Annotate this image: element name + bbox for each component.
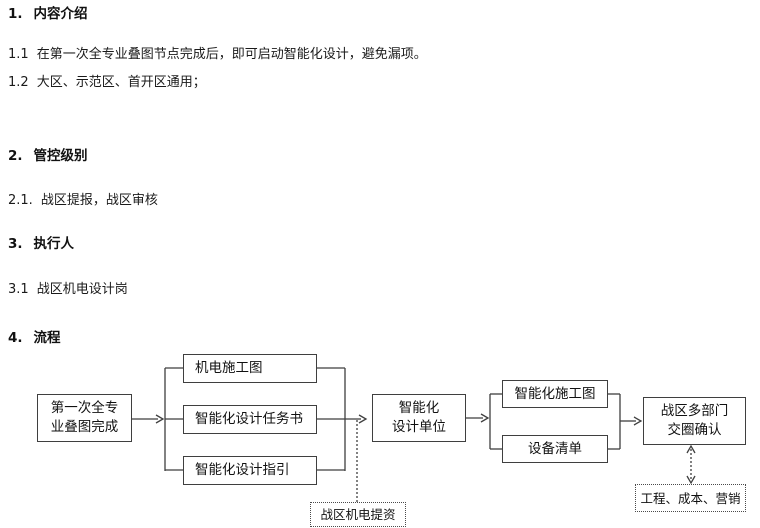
section-3-number: 3.: [8, 236, 23, 252]
section-1-title: 内容介绍: [33, 6, 88, 22]
node-start-line2: 业叠图完成: [50, 419, 119, 435]
arrowhead-right-icon: [358, 414, 368, 424]
node-label: 机电施工图: [195, 360, 263, 376]
section-4-title: 流程: [33, 330, 61, 346]
node-label: 设备清单: [528, 440, 582, 457]
item-number: 2.1.: [8, 193, 33, 208]
node-task-book: 智能化设计任务书: [183, 405, 317, 434]
node-start: 第一次全专 业叠图完成: [37, 394, 132, 442]
item-text: 在第一次全专业叠图节点完成后，即可启动智能化设计，避免漏项。: [36, 47, 427, 62]
node-mech-drawing: 机电施工图: [183, 354, 317, 383]
node-label: 智能化设计指引: [195, 462, 290, 478]
node-note-depts: 工程、成本、营销: [635, 484, 746, 512]
section-1-item-1: 1.1 在第一次全专业叠图节点完成后，即可启动智能化设计，避免漏项。: [8, 46, 427, 63]
section-1-item-2: 1.2 大区、示范区、首开区通用；: [8, 74, 206, 91]
node-confirm-line1: 战区多部门: [660, 403, 729, 419]
node-confirm-line2: 交圈确认: [667, 422, 722, 438]
section-3-heading: 3. 执行人: [8, 236, 74, 253]
arrowhead-right-icon: [480, 413, 490, 423]
arrowhead-up-icon: [686, 444, 696, 454]
section-3-item-1: 3.1 战区机电设计岗: [8, 281, 128, 298]
section-4-heading: 4. 流程: [8, 330, 61, 347]
node-smart-drawing: 智能化施工图: [502, 380, 608, 408]
arrowhead-down-icon: [686, 475, 696, 485]
node-start-line1: 第一次全专: [50, 400, 119, 416]
node-confirm: 战区多部门 交圈确认: [643, 397, 746, 445]
item-number: 3.1: [8, 282, 29, 297]
node-label: 工程、成本、营销: [640, 490, 741, 506]
item-text: 大区、示范区、首开区通用；: [36, 75, 206, 90]
node-design-unit-line2: 设计单位: [392, 419, 446, 435]
node-equipment-list: 设备清单: [502, 435, 608, 463]
node-design-unit: 智能化 设计单位: [372, 394, 466, 442]
section-2-number: 2.: [8, 148, 23, 164]
arrowhead-right-icon: [633, 416, 643, 426]
section-2-heading: 2. 管控级别: [8, 148, 88, 165]
node-label: 智能化设计任务书: [195, 411, 303, 427]
item-text: 战区提报，战区审核: [40, 193, 158, 208]
node-label: 战区机电提资: [320, 507, 396, 522]
section-2-item-1: 2.1. 战区提报，战区审核: [8, 192, 158, 209]
node-design-unit-line1: 智能化: [398, 400, 440, 416]
section-1-heading: 1. 内容介绍: [8, 6, 88, 23]
node-design-guide: 智能化设计指引: [183, 456, 317, 485]
section-2-title: 管控级别: [33, 148, 88, 164]
section-4-number: 4.: [8, 330, 23, 346]
item-text: 战区机电设计岗: [36, 282, 128, 297]
node-label: 智能化施工图: [514, 385, 596, 402]
section-1-number: 1.: [8, 6, 23, 22]
item-number: 1.1: [8, 47, 29, 62]
section-3-title: 执行人: [33, 236, 75, 252]
node-note-provide: 战区机电提资: [310, 502, 406, 527]
arrowhead-right-icon: [155, 414, 165, 424]
item-number: 1.2: [8, 75, 29, 90]
